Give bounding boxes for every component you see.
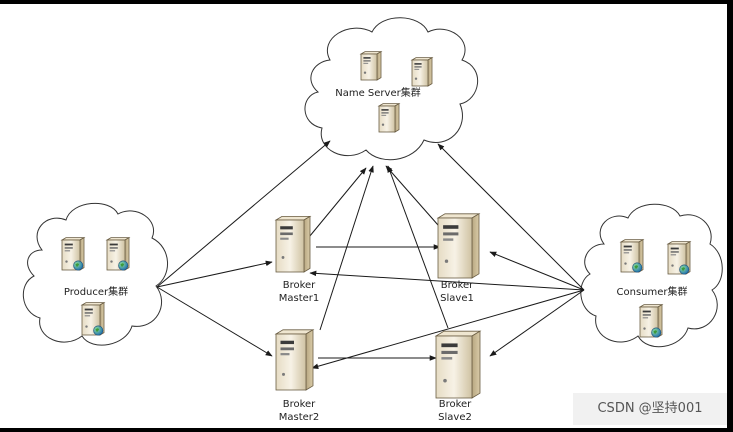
broker-master1-line2: Master1 — [278, 293, 320, 304]
globe-icon — [73, 260, 84, 271]
csdn-watermark: CSDN @坚持001 — [573, 393, 727, 425]
broker-slave2-label: Broker Slave2 — [420, 398, 490, 424]
nameserver-server-icon — [410, 56, 434, 87]
connection-lines — [156, 140, 585, 369]
servers — [60, 50, 692, 399]
consumer-cloud — [580, 203, 723, 348]
globe-icon — [93, 325, 104, 336]
producer-server-icon — [105, 236, 131, 271]
nameserver-cluster-label: Name Server集群 — [335, 88, 421, 99]
broker-master1-line1: Broker — [282, 280, 316, 291]
broker-slave2-line1: Broker — [438, 399, 472, 410]
producer-cloud — [22, 202, 168, 346]
broker-slave1-label: Broker Slave1 — [422, 279, 492, 305]
architecture-diagram — [22, 17, 723, 399]
broker-master2-server-icon — [274, 329, 315, 391]
producer-server-icon — [60, 236, 86, 271]
broker-slave1-line2: Slave1 — [440, 293, 474, 304]
diagram-canvas: Name Server集群 Producer集群 Consumer集群 Brok… — [0, 4, 727, 428]
nameserver-cloud — [304, 17, 479, 161]
consumer-server-icon — [619, 238, 645, 273]
consumer-server-icon — [638, 303, 664, 338]
producer-server-icon — [80, 301, 106, 336]
consumer-cluster-label: Consumer集群 — [616, 287, 688, 298]
broker-slave2-server-icon — [434, 330, 482, 399]
broker-master2-label: Broker Master2 — [264, 398, 334, 424]
broker-master1-server-icon — [274, 215, 312, 273]
broker-master2-line2: Master2 — [278, 412, 320, 423]
globe-icon — [118, 260, 129, 271]
globe-icon — [679, 264, 690, 275]
nameserver-server-icon — [359, 50, 383, 81]
broker-master1-label: Broker Master1 — [264, 279, 334, 305]
broker-slave2-line2: Slave2 — [438, 412, 472, 423]
broker-master2-line1: Broker — [282, 399, 316, 410]
broker-slave1-server-icon — [436, 213, 481, 279]
globe-icon — [632, 262, 643, 273]
nameserver-server-icon — [377, 102, 401, 133]
globe-icon — [651, 327, 662, 338]
broker-slave1-line1: Broker — [440, 280, 474, 291]
producer-cluster-label: Producer集群 — [63, 287, 129, 298]
consumer-server-icon — [666, 240, 692, 275]
